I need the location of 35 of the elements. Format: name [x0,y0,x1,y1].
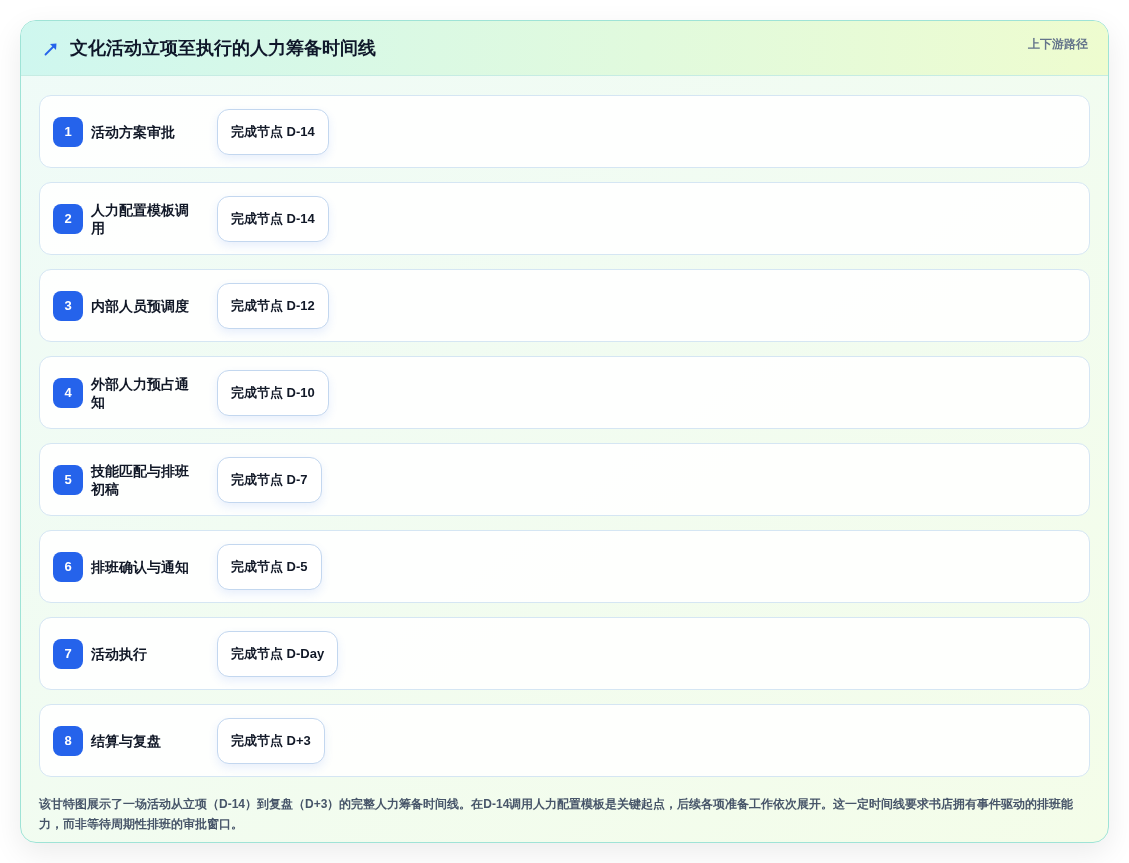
step-number-badge: 1 [53,116,83,147]
step-number-badge: 7 [53,638,83,669]
step-number-badge: 2 [53,203,83,234]
task-card [39,704,1090,777]
milestone-tag: 完成节点 D-7 [217,456,322,503]
task-card [39,182,1090,255]
step-number-badge: 8 [53,725,83,756]
task-card [39,95,1090,168]
milestone-tag: 完成节点 D-Day [217,630,339,677]
step-number-badge: 4 [53,377,83,408]
step-number-badge: 3 [53,290,83,321]
milestone-tag: 完成节点 D-10 [217,369,329,416]
task-card [39,269,1090,342]
milestone-tag: 完成节点 D-14 [217,108,329,155]
milestone-tag: 完成节点 D-5 [217,543,322,590]
task-name: 结算与复盘 [91,731,162,750]
diagram-title: 文化活动立项至执行的人力筹备时间线 [70,37,376,60]
milestone-tag: 完成节点 D-14 [217,195,329,242]
task-name: 活动执行 [91,644,148,663]
step-number-badge: 5 [53,464,83,495]
task-name: 人力配置模板调用 [91,200,190,237]
step-number-badge: 6 [53,551,83,582]
header-note: 上下游路径 [1028,36,1088,52]
caption-text: 该甘特图展示了一场活动从立项（D-14）到复盘（D+3）的完整人力筹备时间线。在D-14调用人力配置模板是关键起点，后续各项准备工作依次展开。这一定时间线要求书店拥有事件驱动的排班能力，而非等待周期性排班的审批窗口。 [39,796,1075,833]
task-card [39,443,1090,516]
task-card [39,617,1090,690]
task-card [39,356,1090,429]
task-name: 内部人员预调度 [91,296,190,315]
task-name: 排班确认与通知 [91,557,190,576]
task-name: 外部人力预占通知 [91,374,190,411]
task-name: 技能匹配与排班初稿 [91,461,190,498]
task-name: 活动方案审批 [91,122,176,141]
milestone-tag: 完成节点 D-12 [217,282,329,329]
task-card [39,530,1090,603]
milestone-tag: 完成节点 D+3 [217,717,325,764]
